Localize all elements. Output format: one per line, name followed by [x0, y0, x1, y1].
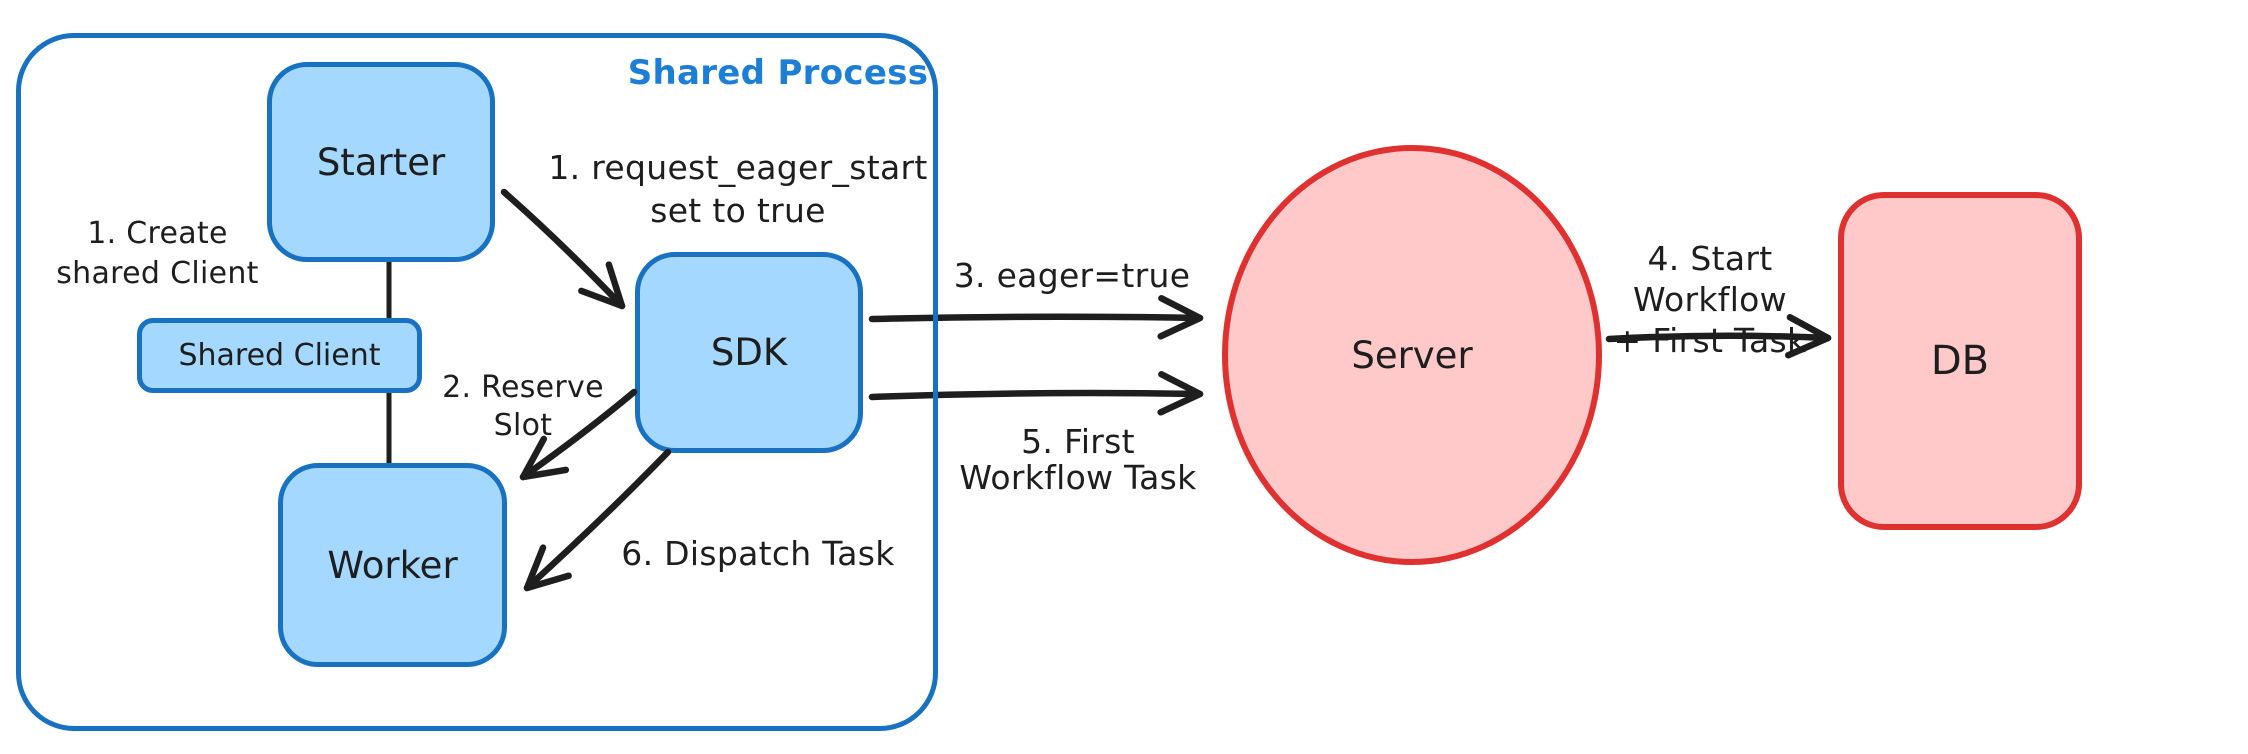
shared-process-label: Shared Process — [627, 53, 929, 93]
note-create-shared-client: 1. Create shared Client — [35, 214, 280, 294]
note-eager-true: 3. eager=true — [953, 256, 1191, 295]
note-dispatch-task: 6. Dispatch Task — [621, 534, 895, 573]
node-sdk-label: SDK — [710, 331, 788, 374]
node-worker: Worker — [278, 463, 507, 667]
node-db: DB — [1838, 192, 2082, 530]
shared-process-container — [16, 33, 938, 731]
note-reserve-slot-line2: Slot — [493, 408, 553, 443]
node-starter-label: Starter — [316, 140, 446, 184]
node-server: Server — [1222, 145, 1602, 565]
note-first-workflow-task-line1: 5. First — [1021, 422, 1135, 461]
note-start-workflow: 4. Start Workflow + First Task — [1578, 238, 1842, 361]
note-start-workflow-line2: + First Task — [1613, 321, 1807, 360]
note-start-workflow-line1: 4. Start Workflow — [1633, 239, 1787, 319]
note-request-eager-start: 1. request_eager_start set to true — [537, 146, 939, 232]
node-sdk: SDK — [635, 252, 863, 453]
note-first-workflow-task-line2: Workflow Task — [959, 458, 1197, 497]
note-reserve-slot: 2. Reserve Slot — [428, 369, 618, 445]
node-starter: Starter — [267, 62, 495, 262]
node-db-label: DB — [1930, 338, 1990, 384]
note-request-eager-start-line2: set to true — [650, 191, 826, 230]
node-shared-client: Shared Client — [137, 318, 422, 393]
note-request-eager-start-line1: 1. request_eager_start — [548, 148, 928, 187]
note-first-workflow-task: 5. First Workflow Task — [936, 424, 1220, 496]
note-create-shared-client-line2: shared Client — [56, 256, 259, 291]
node-server-label: Server — [1351, 333, 1473, 377]
node-worker-label: Worker — [327, 543, 458, 587]
note-reserve-slot-line1: 2. Reserve — [442, 370, 604, 405]
node-shared-client-label: Shared Client — [178, 338, 381, 373]
note-create-shared-client-line1: 1. Create — [87, 216, 228, 251]
